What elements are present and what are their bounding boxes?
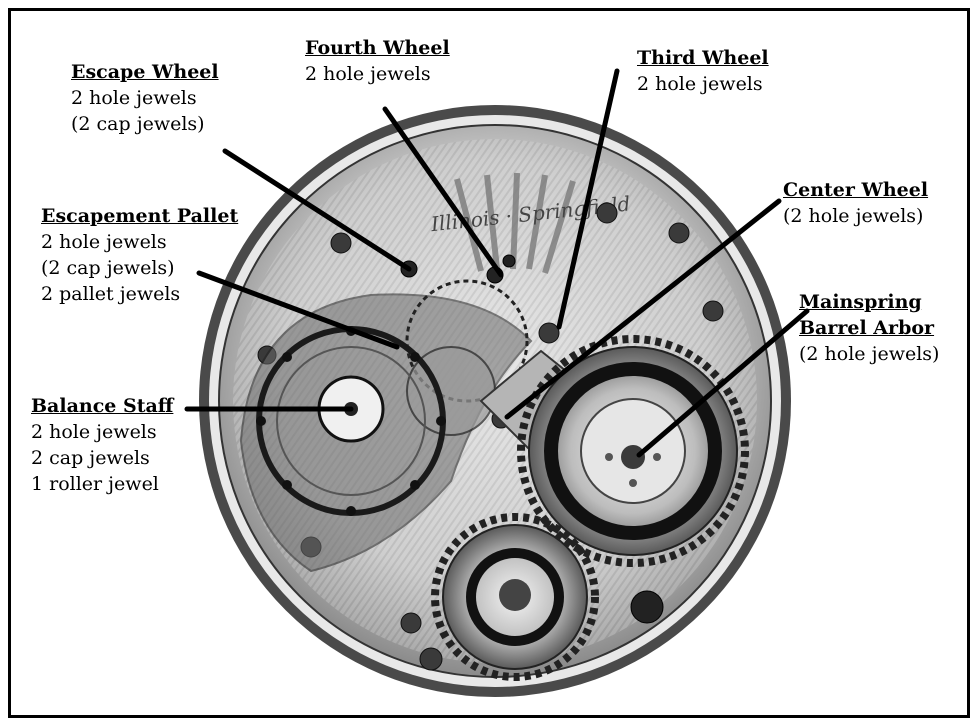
barrel-arbor-screws [605, 453, 661, 487]
lower-gear-ring [466, 548, 564, 646]
mainspring-line-1: (2 hole jewels) [799, 343, 940, 365]
balance-wheel-inner [276, 346, 426, 496]
pointer-escapement-pallet [196, 270, 400, 350]
balance-staff-line-2: 2 cap jewels [31, 447, 150, 469]
pointer-center-wheel [504, 198, 782, 420]
center-wheel-title: Center Wheel [783, 179, 929, 201]
balance-staff-line-3: 1 roller jewel [31, 473, 159, 495]
pointer-lines [184, 68, 810, 458]
label-escapement-pallet: Escapement Pallet 2 hole jewels (2 cap j… [41, 203, 238, 307]
lower-gear-hub [499, 579, 531, 611]
barrel-gear-teeth [517, 335, 749, 567]
label-center-wheel: Center Wheel (2 hole jewels) [783, 177, 928, 229]
pointer-barrel-arbor [636, 308, 810, 458]
label-escape-wheel: Escape Wheel 2 hole jewels (2 cap jewels… [71, 59, 219, 137]
barrel-ring [544, 362, 722, 540]
balance-staff-title: Balance Staff [31, 395, 174, 417]
click-screw [630, 590, 664, 624]
label-mainspring-barrel-arbor: Mainspring Barrel Arbor (2 hole jewels) [799, 289, 939, 367]
escapement-pallet-line-1: 2 hole jewels [41, 231, 167, 253]
mainspring-title-line-1: Mainspring [799, 291, 922, 313]
balance-staff-line-1: 2 hole jewels [31, 421, 157, 443]
pointer-third-wheel [556, 68, 620, 330]
label-balance-staff: Balance Staff 2 hole jewels 2 cap jewels… [31, 393, 173, 497]
label-fourth-wheel: Fourth Wheel 2 hole jewels [305, 35, 450, 87]
diagram-frame: Illinois · Springfield [8, 8, 970, 718]
escape-wheel-line-1: 2 hole jewels [71, 87, 197, 109]
pointer-fourth-wheel [382, 106, 504, 278]
fourth-wheel-title: Fourth Wheel [305, 37, 450, 59]
escapement-pallet-title: Escapement Pallet [41, 205, 239, 227]
escape-wheel-line-2: (2 cap jewels) [71, 113, 205, 135]
center-wheel-line-1: (2 hole jewels) [783, 205, 924, 227]
third-wheel-line-1: 2 hole jewels [637, 73, 763, 95]
watch-movement-illustration: Illinois · Springfield [184, 68, 810, 697]
label-third-wheel: Third Wheel 2 hole jewels [637, 45, 769, 97]
fourth-wheel-line-1: 2 hole jewels [305, 63, 431, 85]
escape-wheel-title: Escape Wheel [71, 61, 219, 83]
escapement-pallet-line-2: (2 cap jewels) [41, 257, 175, 279]
third-wheel-title: Third Wheel [637, 47, 769, 69]
escapement-pallet-line-3: 2 pallet jewels [41, 283, 181, 305]
mainspring-title-line-2: Barrel Arbor [799, 317, 935, 339]
barrel-arbor-jewel [621, 445, 645, 469]
pointer-escape-wheel [222, 148, 412, 272]
lower-gear-teeth [431, 513, 599, 681]
